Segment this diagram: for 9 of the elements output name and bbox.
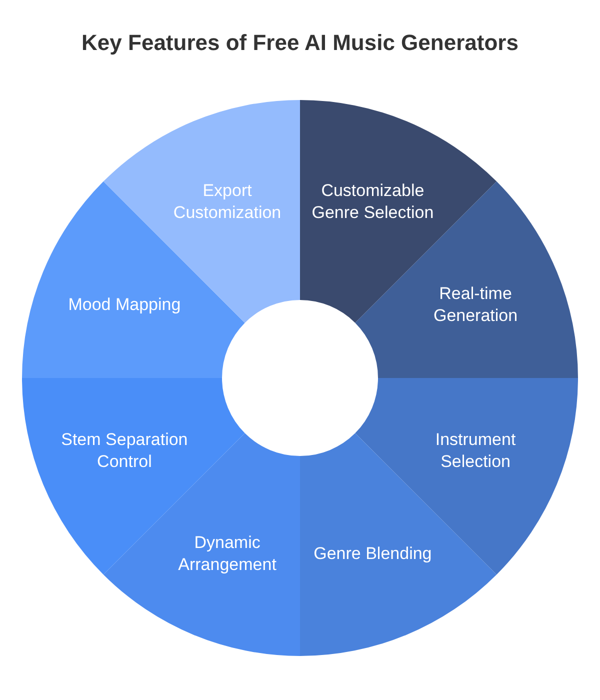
segment-label: Dynamic Arrangement: [177, 532, 278, 576]
segment-label: Mood Mapping: [67, 294, 182, 316]
segment-label: Export Customization: [172, 180, 282, 224]
segment-label: Real-time Generation: [432, 283, 519, 328]
segment-label: Stem Separation Control: [60, 428, 189, 473]
segment-label: Instrument Selection: [434, 428, 517, 473]
segment-label: Customizable Genre Selection: [310, 180, 435, 224]
segment-label: Genre Blending: [312, 542, 433, 565]
diagram-title: Key Features of Free AI Music Generators: [80, 30, 520, 56]
